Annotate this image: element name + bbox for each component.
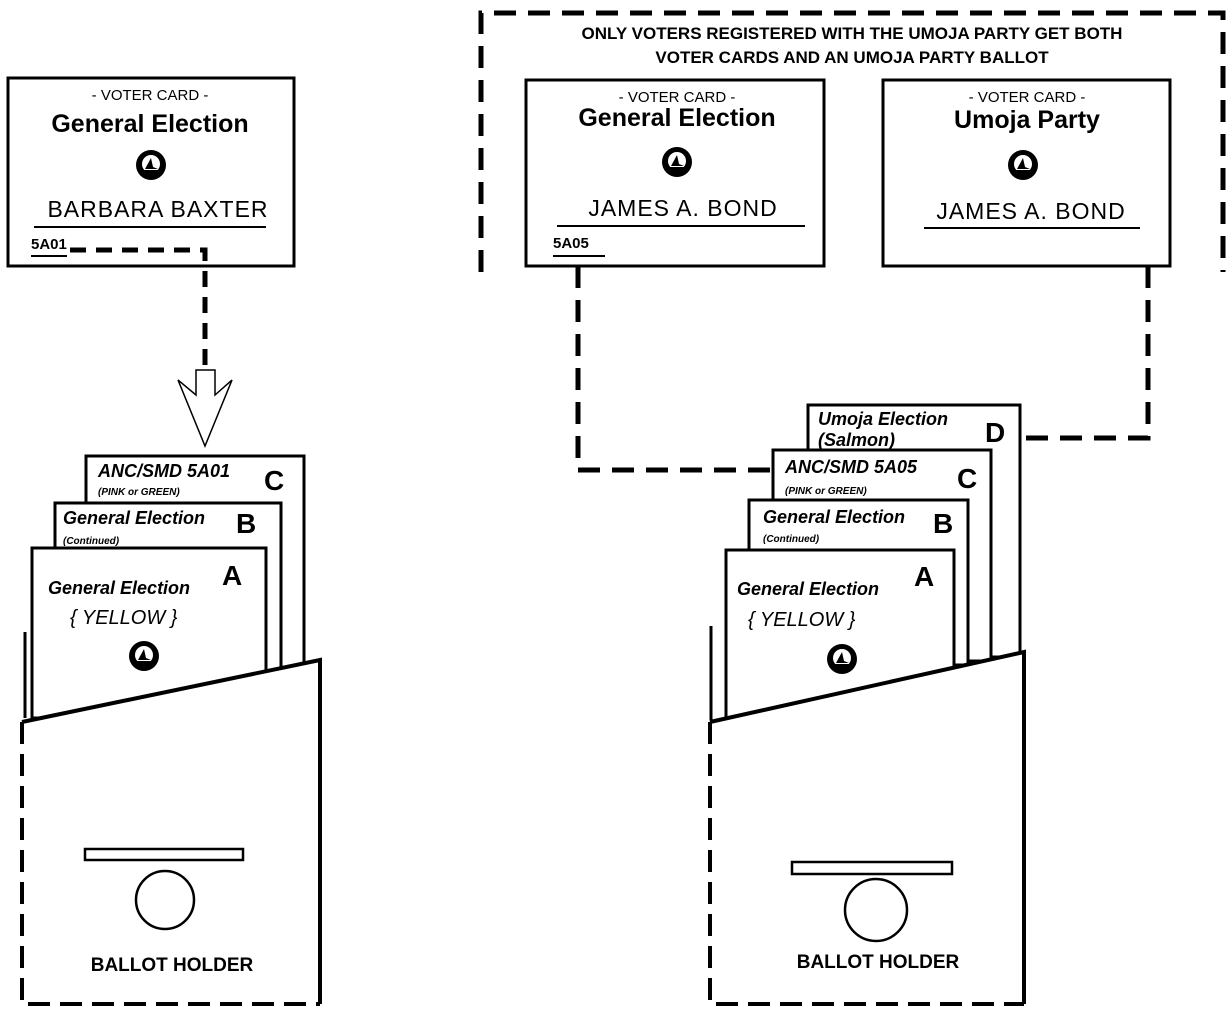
ballot-holder-label: BALLOT HOLDER [797,952,960,973]
seal-icon [662,147,692,177]
ballot-letter: B [933,508,953,539]
svg-text:General Election: General Election [48,578,190,598]
ballot-holder-right: BALLOT HOLDER [708,626,1026,1006]
ballot-letter: D [985,417,1005,448]
banner-line-2: VOTER CARDS AND AN UMOJA PARTY BALLOT [655,48,1049,67]
voter-card-general-right: - VOTER CARD - General Election JAMES A.… [524,78,826,268]
card-header: - VOTER CARD - [92,87,209,104]
svg-text:Umoja Election: Umoja Election [818,409,948,429]
voter-name: JAMES A. BOND [936,198,1125,224]
precinct-code: 5A05 [553,235,589,252]
ballot-letter: C [264,465,284,496]
seal-icon [136,150,166,180]
card-header: - VOTER CARD - [969,89,1086,106]
umoja-banner: ONLY VOTERS REGISTERED WITH THE UMOJA PA… [478,10,1226,272]
card-title: General Election [51,110,248,138]
voter-card-umoja-right: - VOTER CARD - Umoja Party JAMES A. BOND [881,78,1172,268]
connector-right [575,266,1151,473]
voter-name: JAMES A. BOND [588,195,777,221]
svg-text:ANC/SMD 5A01: ANC/SMD 5A01 [97,461,230,481]
arrow-down-icon [177,369,233,448]
svg-text:(Continued): (Continued) [63,536,120,547]
card-title: Umoja Party [954,106,1100,134]
svg-text:General Election: General Election [737,579,879,599]
ballot-letter: C [957,463,977,494]
ballot-letter: A [914,561,934,592]
svg-text:(PINK or GREEN): (PINK or GREEN) [98,487,180,498]
svg-text:General Election: General Election [63,508,205,528]
ballot-letter: A [222,560,242,591]
ballot-holder-label: BALLOT HOLDER [91,955,254,976]
card-header: - VOTER CARD - [619,89,736,106]
svg-text:(PINK or GREEN): (PINK or GREEN) [785,486,867,497]
svg-text:{ YELLOW }: { YELLOW } [748,609,856,631]
connector-left [70,247,233,448]
svg-text:General Election: General Election [763,507,905,527]
voter-card-general-left: - VOTER CARD - General Election BARBARA … [6,76,296,268]
svg-text:(Continued): (Continued) [763,534,820,545]
seal-icon [827,644,857,674]
voter-name: BARBARA BAXTER [47,196,268,222]
card-title: General Election [578,104,775,132]
banner-line-1: ONLY VOTERS REGISTERED WITH THE UMOJA PA… [582,24,1123,43]
svg-text:ANC/SMD 5A05: ANC/SMD 5A05 [784,457,918,477]
svg-text:{ YELLOW }: { YELLOW } [70,607,178,629]
ballot-holder-left: BALLOT HOLDER [20,632,322,1006]
precinct-code: 5A01 [31,236,67,253]
seal-icon [1008,150,1038,180]
svg-text:(Salmon): (Salmon) [818,430,895,450]
ballot-letter: B [236,508,256,539]
seal-icon [129,641,159,671]
